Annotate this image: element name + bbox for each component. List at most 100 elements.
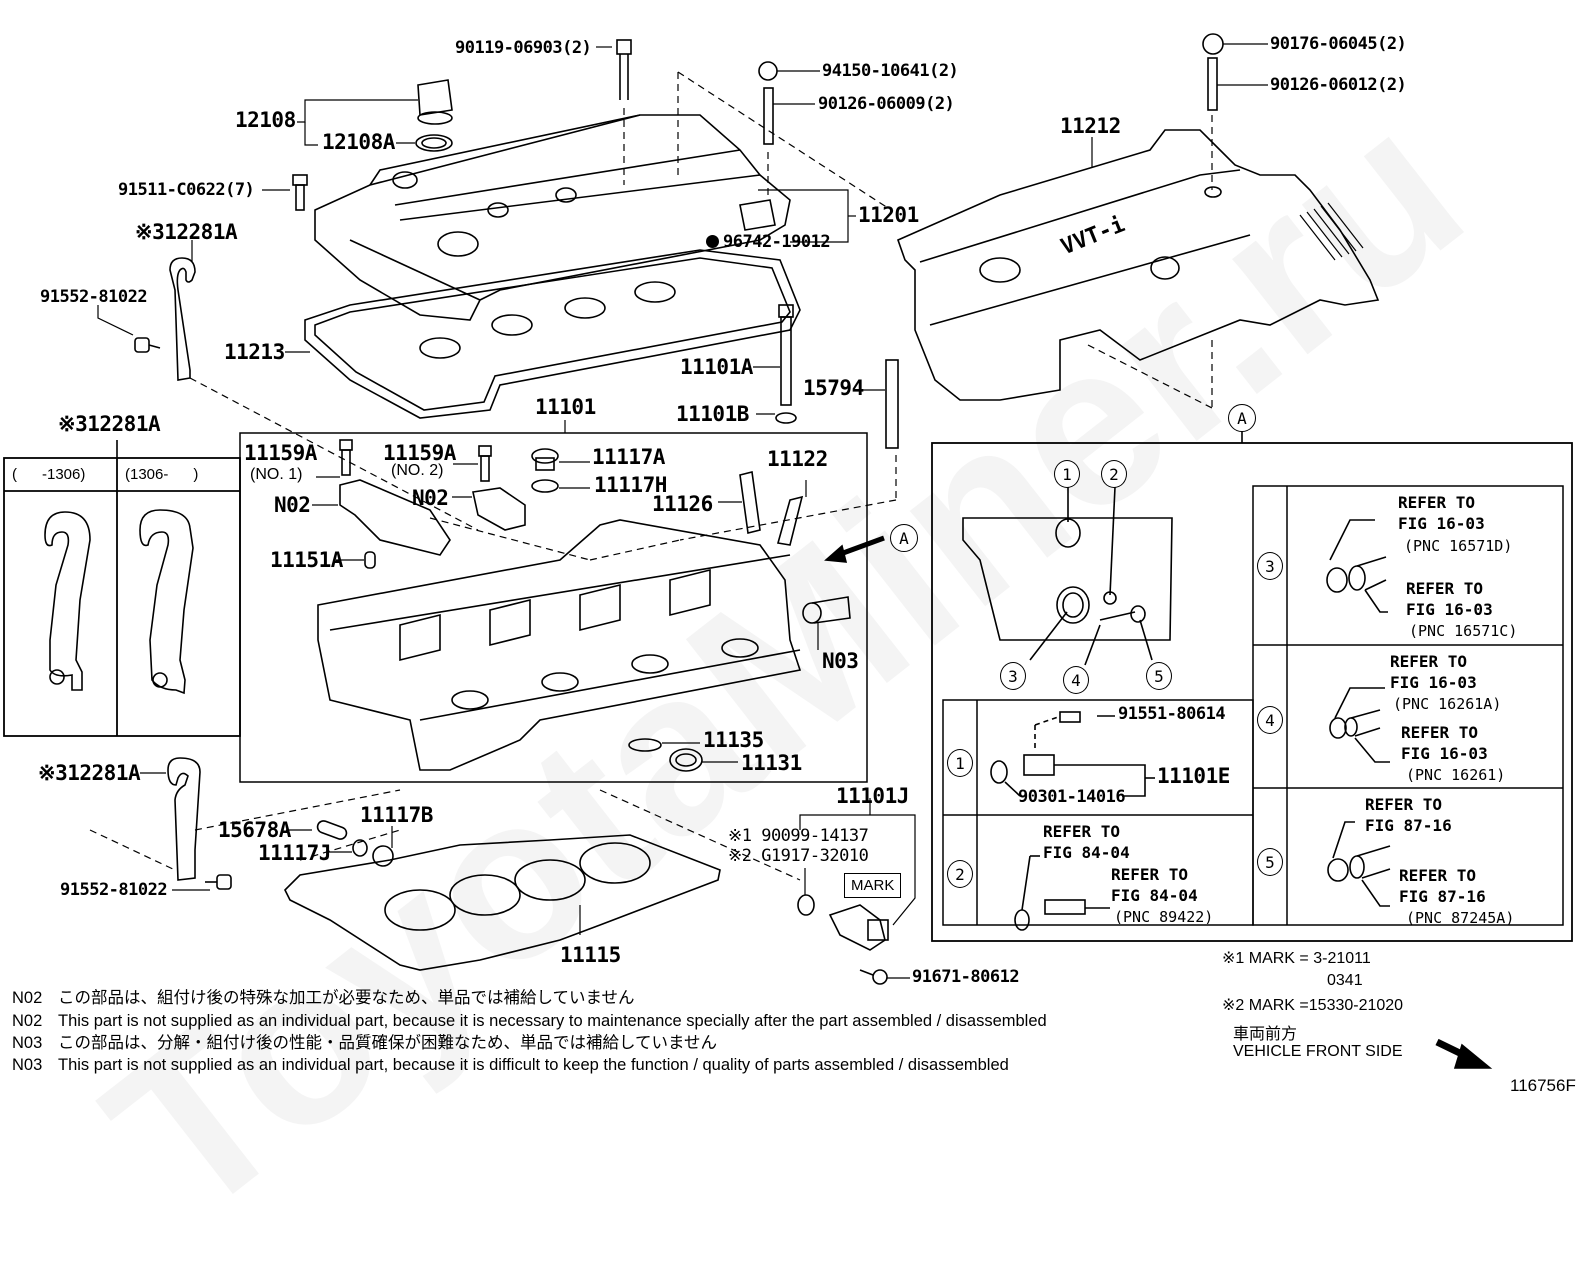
callout-12281A-top[interactable]: ※312281A xyxy=(135,220,238,244)
oil-control-valve[interactable] xyxy=(797,894,889,951)
callout-11131[interactable]: 11131 xyxy=(741,751,802,775)
callout-90301-14016[interactable]: 90301-14016 xyxy=(1018,787,1126,807)
cell-4-pnc-2: (PNC 16261) xyxy=(1406,764,1505,786)
callout-90126-06009[interactable]: 90126-06009(2) xyxy=(818,94,955,114)
callout-12108A[interactable]: 12108A xyxy=(322,130,395,154)
callout-12108[interactable]: 12108 xyxy=(235,108,296,132)
callout-11151A[interactable]: 11151A xyxy=(270,548,343,572)
guide-11122[interactable] xyxy=(776,495,804,546)
callout-11201[interactable]: 11201 xyxy=(858,203,919,227)
callout-90119-06903[interactable]: 90119-06903(2) xyxy=(455,38,592,58)
cell-3-refer-2[interactable]: REFER TO FIG 16-03 xyxy=(1406,579,1493,619)
callout-N02-2[interactable]: N02 xyxy=(412,486,449,510)
bolt-11159A-no1[interactable] xyxy=(339,439,353,476)
callout-91511-C0622[interactable]: 91511-C0622(7) xyxy=(118,180,255,200)
camshaft-bearing-cap-1[interactable] xyxy=(339,479,451,556)
callout-11101B[interactable]: 11101B xyxy=(676,402,749,426)
bolt-90119[interactable] xyxy=(616,39,632,100)
bolt-91552-top[interactable] xyxy=(134,337,161,353)
detail-marker-5[interactable]: 5 xyxy=(1146,662,1172,690)
callout-11213[interactable]: 11213 xyxy=(224,340,285,364)
seal-11131[interactable] xyxy=(669,748,703,772)
callout-15678A[interactable]: 15678A xyxy=(218,818,291,842)
callout-11117A[interactable]: 11117A xyxy=(592,445,665,469)
callout-11101[interactable]: 11101 xyxy=(535,395,596,419)
part-number: 12281A xyxy=(164,220,238,244)
figure-id: 116756F xyxy=(1510,1076,1576,1095)
pin-11151A[interactable] xyxy=(364,551,376,569)
engine-hanger-bottom[interactable] xyxy=(167,757,201,881)
callout-11122[interactable]: 11122 xyxy=(767,447,828,471)
callout-90176-06045[interactable]: 90176-06045(2) xyxy=(1270,34,1407,54)
detail-marker-2[interactable]: 2 xyxy=(1101,460,1127,488)
callout-11117B[interactable]: 11117B xyxy=(360,803,433,827)
callout-11115[interactable]: 11115 xyxy=(560,943,621,967)
washer-11101B[interactable] xyxy=(775,412,797,424)
cell-2-refer-2[interactable]: REFER TO FIG 84-04 xyxy=(1111,865,1198,905)
callout-12281A-bottom[interactable]: ※312281A xyxy=(38,763,141,784)
callout-N03[interactable]: N03 xyxy=(822,649,859,673)
callout-11159A-no1[interactable]: 11159A xyxy=(244,441,317,465)
note-mark-3: ※3 xyxy=(58,412,88,436)
callout-96742-19012[interactable]: 96742-19012 xyxy=(706,234,831,251)
union-15678A[interactable] xyxy=(316,819,348,841)
nut-90176[interactable] xyxy=(1202,33,1224,55)
callout-N02-1[interactable]: N02 xyxy=(274,493,311,517)
gasket-11135[interactable] xyxy=(628,738,662,752)
callout-90126-06012[interactable]: 90126-06012(2) xyxy=(1270,75,1407,95)
stud-15794[interactable] xyxy=(885,359,899,449)
pnc-16261: (PNC 16261) xyxy=(1406,766,1506,784)
callout-G1917-32010[interactable]: ※2 G1917-32010 xyxy=(728,846,869,866)
bolt-91671[interactable] xyxy=(859,969,888,985)
callout-11135[interactable]: 11135 xyxy=(703,728,764,752)
callout-91552-81022-bottom[interactable]: 91552-81022 xyxy=(60,880,168,900)
cell-4-refer-1[interactable]: REFER TO FIG 16-03 xyxy=(1390,652,1477,692)
callout-11101A[interactable]: 11101A xyxy=(680,355,753,379)
callout-91552-81022-top[interactable]: 91552-81022 xyxy=(40,287,148,307)
callout-11117H[interactable]: 11117H xyxy=(594,473,667,497)
camshaft-bearing-cap-2[interactable] xyxy=(472,487,526,531)
view-a-arrow xyxy=(824,535,885,563)
callout-11126[interactable]: 11126 xyxy=(652,492,713,516)
plug-N03[interactable] xyxy=(802,596,851,624)
callout-15794[interactable]: 15794 xyxy=(803,376,864,400)
callout-11212[interactable]: 11212 xyxy=(1060,114,1121,138)
stud-90126-06012[interactable] xyxy=(1207,57,1218,111)
view-a-marker[interactable]: A xyxy=(890,524,918,552)
cell-2-refer-1[interactable]: REFER TO FIG 84-04 xyxy=(1043,822,1130,862)
cell-3-refer-1[interactable]: REFER TO FIG 16-03 xyxy=(1398,493,1485,533)
callout-11117J[interactable]: 11117J xyxy=(258,841,331,865)
detail-marker-1[interactable]: 1 xyxy=(1054,460,1080,488)
callout-94150-10641[interactable]: 94150-10641(2) xyxy=(822,61,959,81)
callout-91671-80612[interactable]: 91671-80612 xyxy=(912,967,1020,987)
cell-4-refer-2[interactable]: REFER TO FIG 16-03 xyxy=(1401,723,1488,763)
engine-cover[interactable]: VVT-i xyxy=(897,129,1380,401)
gasket-11117J[interactable] xyxy=(352,839,368,857)
plug-11117B[interactable] xyxy=(372,845,394,867)
engine-hanger-top[interactable] xyxy=(169,257,196,381)
callout-11101E[interactable]: 11101E xyxy=(1157,764,1230,788)
detail-marker-3[interactable]: 3 xyxy=(1000,662,1026,690)
cell-5-refer-1[interactable]: REFER TO FIG 87-16 xyxy=(1365,795,1452,835)
oil-filler-cap[interactable] xyxy=(415,79,453,152)
callout-91551-80614[interactable]: 91551-80614 xyxy=(1118,704,1226,724)
plug-11117A[interactable] xyxy=(531,448,559,471)
nut-94150[interactable] xyxy=(758,61,778,81)
cylinder-head[interactable] xyxy=(317,519,802,771)
cell-4-pnc-1: (PNC 16261A) xyxy=(1393,693,1501,715)
bolt-91552-bottom[interactable] xyxy=(205,874,232,890)
callout-90099-14137[interactable]: ※1 90099-14137 xyxy=(728,826,869,846)
bolt-91511[interactable] xyxy=(292,174,308,211)
bolt-11159A-no2[interactable] xyxy=(478,445,492,482)
cell-5-refer-2[interactable]: REFER TO FIG 87-16 xyxy=(1399,866,1486,906)
head-bolt-11101A[interactable] xyxy=(778,304,794,406)
detail-marker-4[interactable]: 4 xyxy=(1063,666,1089,694)
head-gasket[interactable] xyxy=(284,834,721,971)
stud-90126-06009[interactable] xyxy=(763,87,774,145)
gasket-11117H[interactable] xyxy=(531,479,559,493)
cover-gasket[interactable] xyxy=(304,249,801,419)
callout-11159A-no2[interactable]: 11159A xyxy=(383,441,456,465)
guide-11126[interactable] xyxy=(739,471,761,534)
cylinder-head-cover[interactable] xyxy=(314,114,791,321)
callout-11101J[interactable]: 11101J xyxy=(836,784,909,808)
